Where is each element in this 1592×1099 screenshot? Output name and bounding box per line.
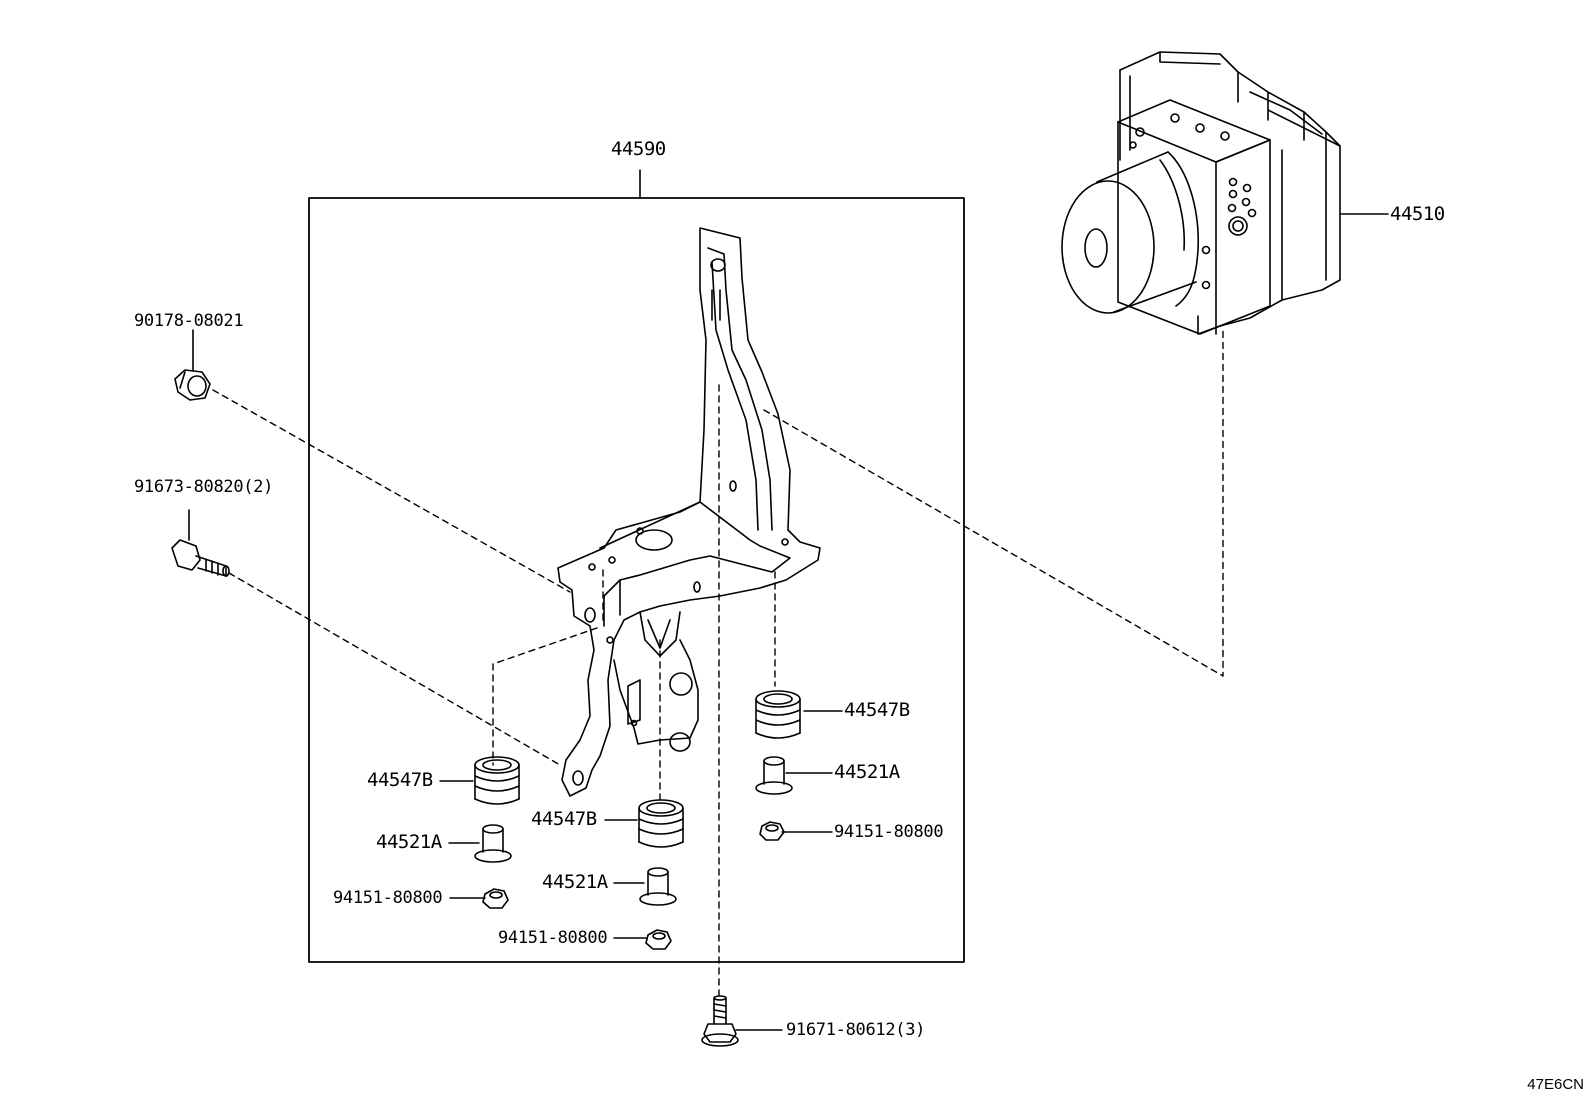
label-91673-80820[interactable]: 91673-80820(2): [134, 477, 274, 497]
label-44590[interactable]: 44590: [611, 138, 666, 160]
rubber-cushion-icon: [755, 690, 801, 739]
collar-icon: [639, 867, 677, 906]
label-leaders: [439, 710, 843, 1031]
rubber-cushion-icon: [474, 756, 520, 805]
label-44521a-right[interactable]: 44521A: [834, 761, 900, 783]
flange-bolt-icon: [171, 539, 230, 577]
flange-nut-icon: [759, 821, 785, 841]
label-44547b-right[interactable]: 44547B: [844, 699, 910, 721]
label-90178-08021[interactable]: 90178-08021: [134, 311, 244, 331]
flange-nut-icon: [645, 929, 672, 950]
bracket-icon: [557, 227, 821, 797]
assembly-dashed-lines: [212, 329, 1224, 996]
label-44547b-mid[interactable]: 44547B: [531, 808, 597, 830]
label-94151-80800-mid[interactable]: 94151-80800: [498, 928, 608, 948]
flange-nut-icon: [174, 369, 211, 401]
label-44521a-mid[interactable]: 44521A: [542, 871, 608, 893]
bracket-group-frame: [308, 197, 965, 963]
label-94151-80800-right[interactable]: 94151-80800: [834, 822, 944, 842]
label-44510[interactable]: 44510: [1390, 203, 1445, 225]
rubber-cushion-icon: [638, 799, 684, 848]
flange-bolt-icon: [701, 995, 739, 1047]
collar-icon: [755, 756, 793, 795]
label-44547b-left[interactable]: 44547B: [367, 769, 433, 791]
flange-nut-icon: [482, 888, 509, 909]
label-44521a-left[interactable]: 44521A: [376, 831, 442, 853]
diagram-code: 47E6CN: [1527, 1076, 1584, 1093]
label-94151-80800-left[interactable]: 94151-80800: [333, 888, 443, 908]
abs-actuator-icon: [1061, 51, 1341, 335]
label-91671-80612[interactable]: 91671-80612(3): [786, 1020, 926, 1040]
collar-icon: [474, 824, 512, 863]
